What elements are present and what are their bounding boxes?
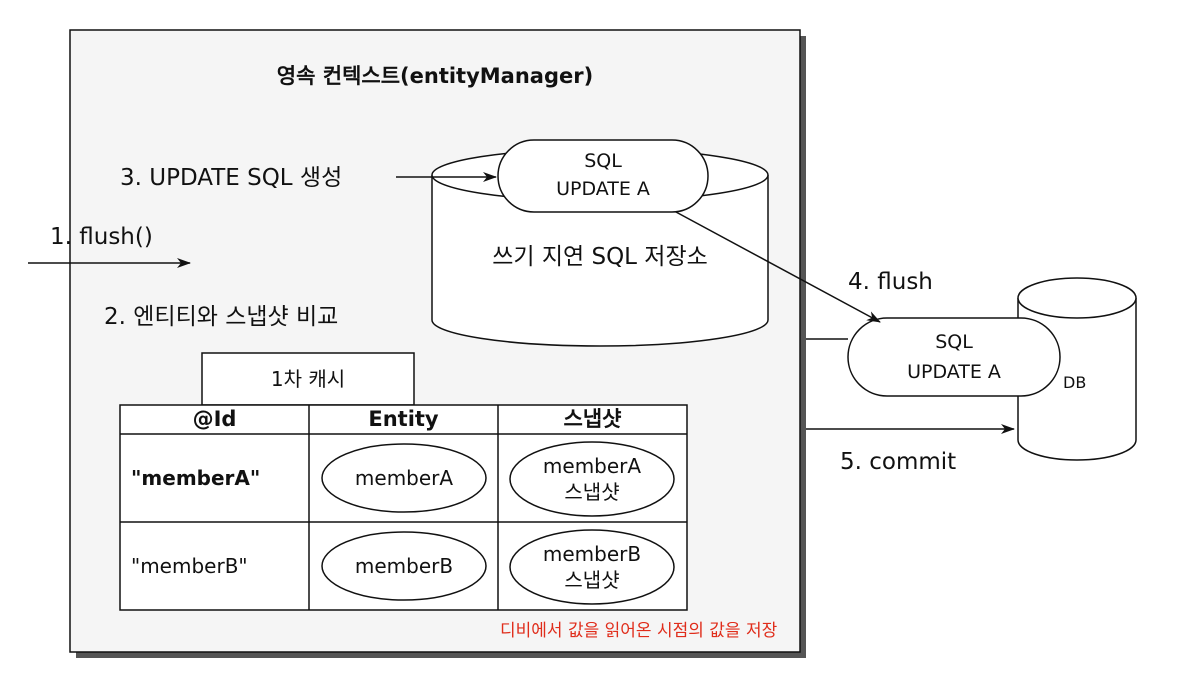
row-b-entity: memberB: [354, 554, 454, 578]
sql-pill-db: [847, 317, 1061, 397]
step-flush: 4. flush: [848, 269, 933, 295]
step-commit: 5. commit: [840, 449, 957, 475]
row-a-entity: memberA: [354, 466, 454, 490]
row-a-snapshot-label: 스냅샷: [564, 480, 620, 504]
db-sql-statement: UPDATE A: [907, 361, 1001, 383]
first-level-cache-label: 1차 캐시: [270, 367, 346, 391]
store-sql-statement: UPDATE A: [556, 178, 650, 200]
row-b-snapshot-label: 스냅샷: [564, 568, 620, 592]
db-label: DB: [1063, 373, 1087, 392]
store-sql-label: SQL: [584, 150, 622, 172]
write-behind-store-label: 쓰기 지연 SQL 저장소: [492, 244, 708, 270]
snapshot-ellipse-b: [509, 529, 675, 605]
step-flush-call: 1. flush(): [50, 224, 153, 250]
snapshot-ellipse-a: [509, 441, 675, 517]
row-a-id: "memberA": [131, 466, 261, 490]
db-sql-label: SQL: [935, 331, 973, 353]
header-id: @Id: [192, 407, 237, 431]
row-b-snapshot-name: memberB: [542, 542, 642, 566]
step-generate-sql: 3. UPDATE SQL 생성: [120, 165, 343, 191]
first-level-cache-tab: [201, 352, 415, 406]
header-snapshot: 스냅샷: [563, 407, 622, 431]
step-compare: 2. 엔티티와 스냅샷 비교: [104, 304, 339, 330]
row-a-snapshot-name: memberA: [542, 454, 642, 478]
header-entity: Entity: [368, 407, 439, 431]
entity-ellipse-a: [321, 443, 487, 513]
sql-pill-store: [497, 139, 709, 213]
flush-arrow: [675, 211, 881, 323]
persistence-context-title: 영속 컨텍스트(entityManager): [276, 64, 594, 88]
entity-ellipse-b: [321, 531, 487, 601]
snapshot-note: 디비에서 값을 읽어온 시점의 값을 저장: [500, 621, 778, 641]
row-b-id: "memberB": [131, 554, 248, 578]
